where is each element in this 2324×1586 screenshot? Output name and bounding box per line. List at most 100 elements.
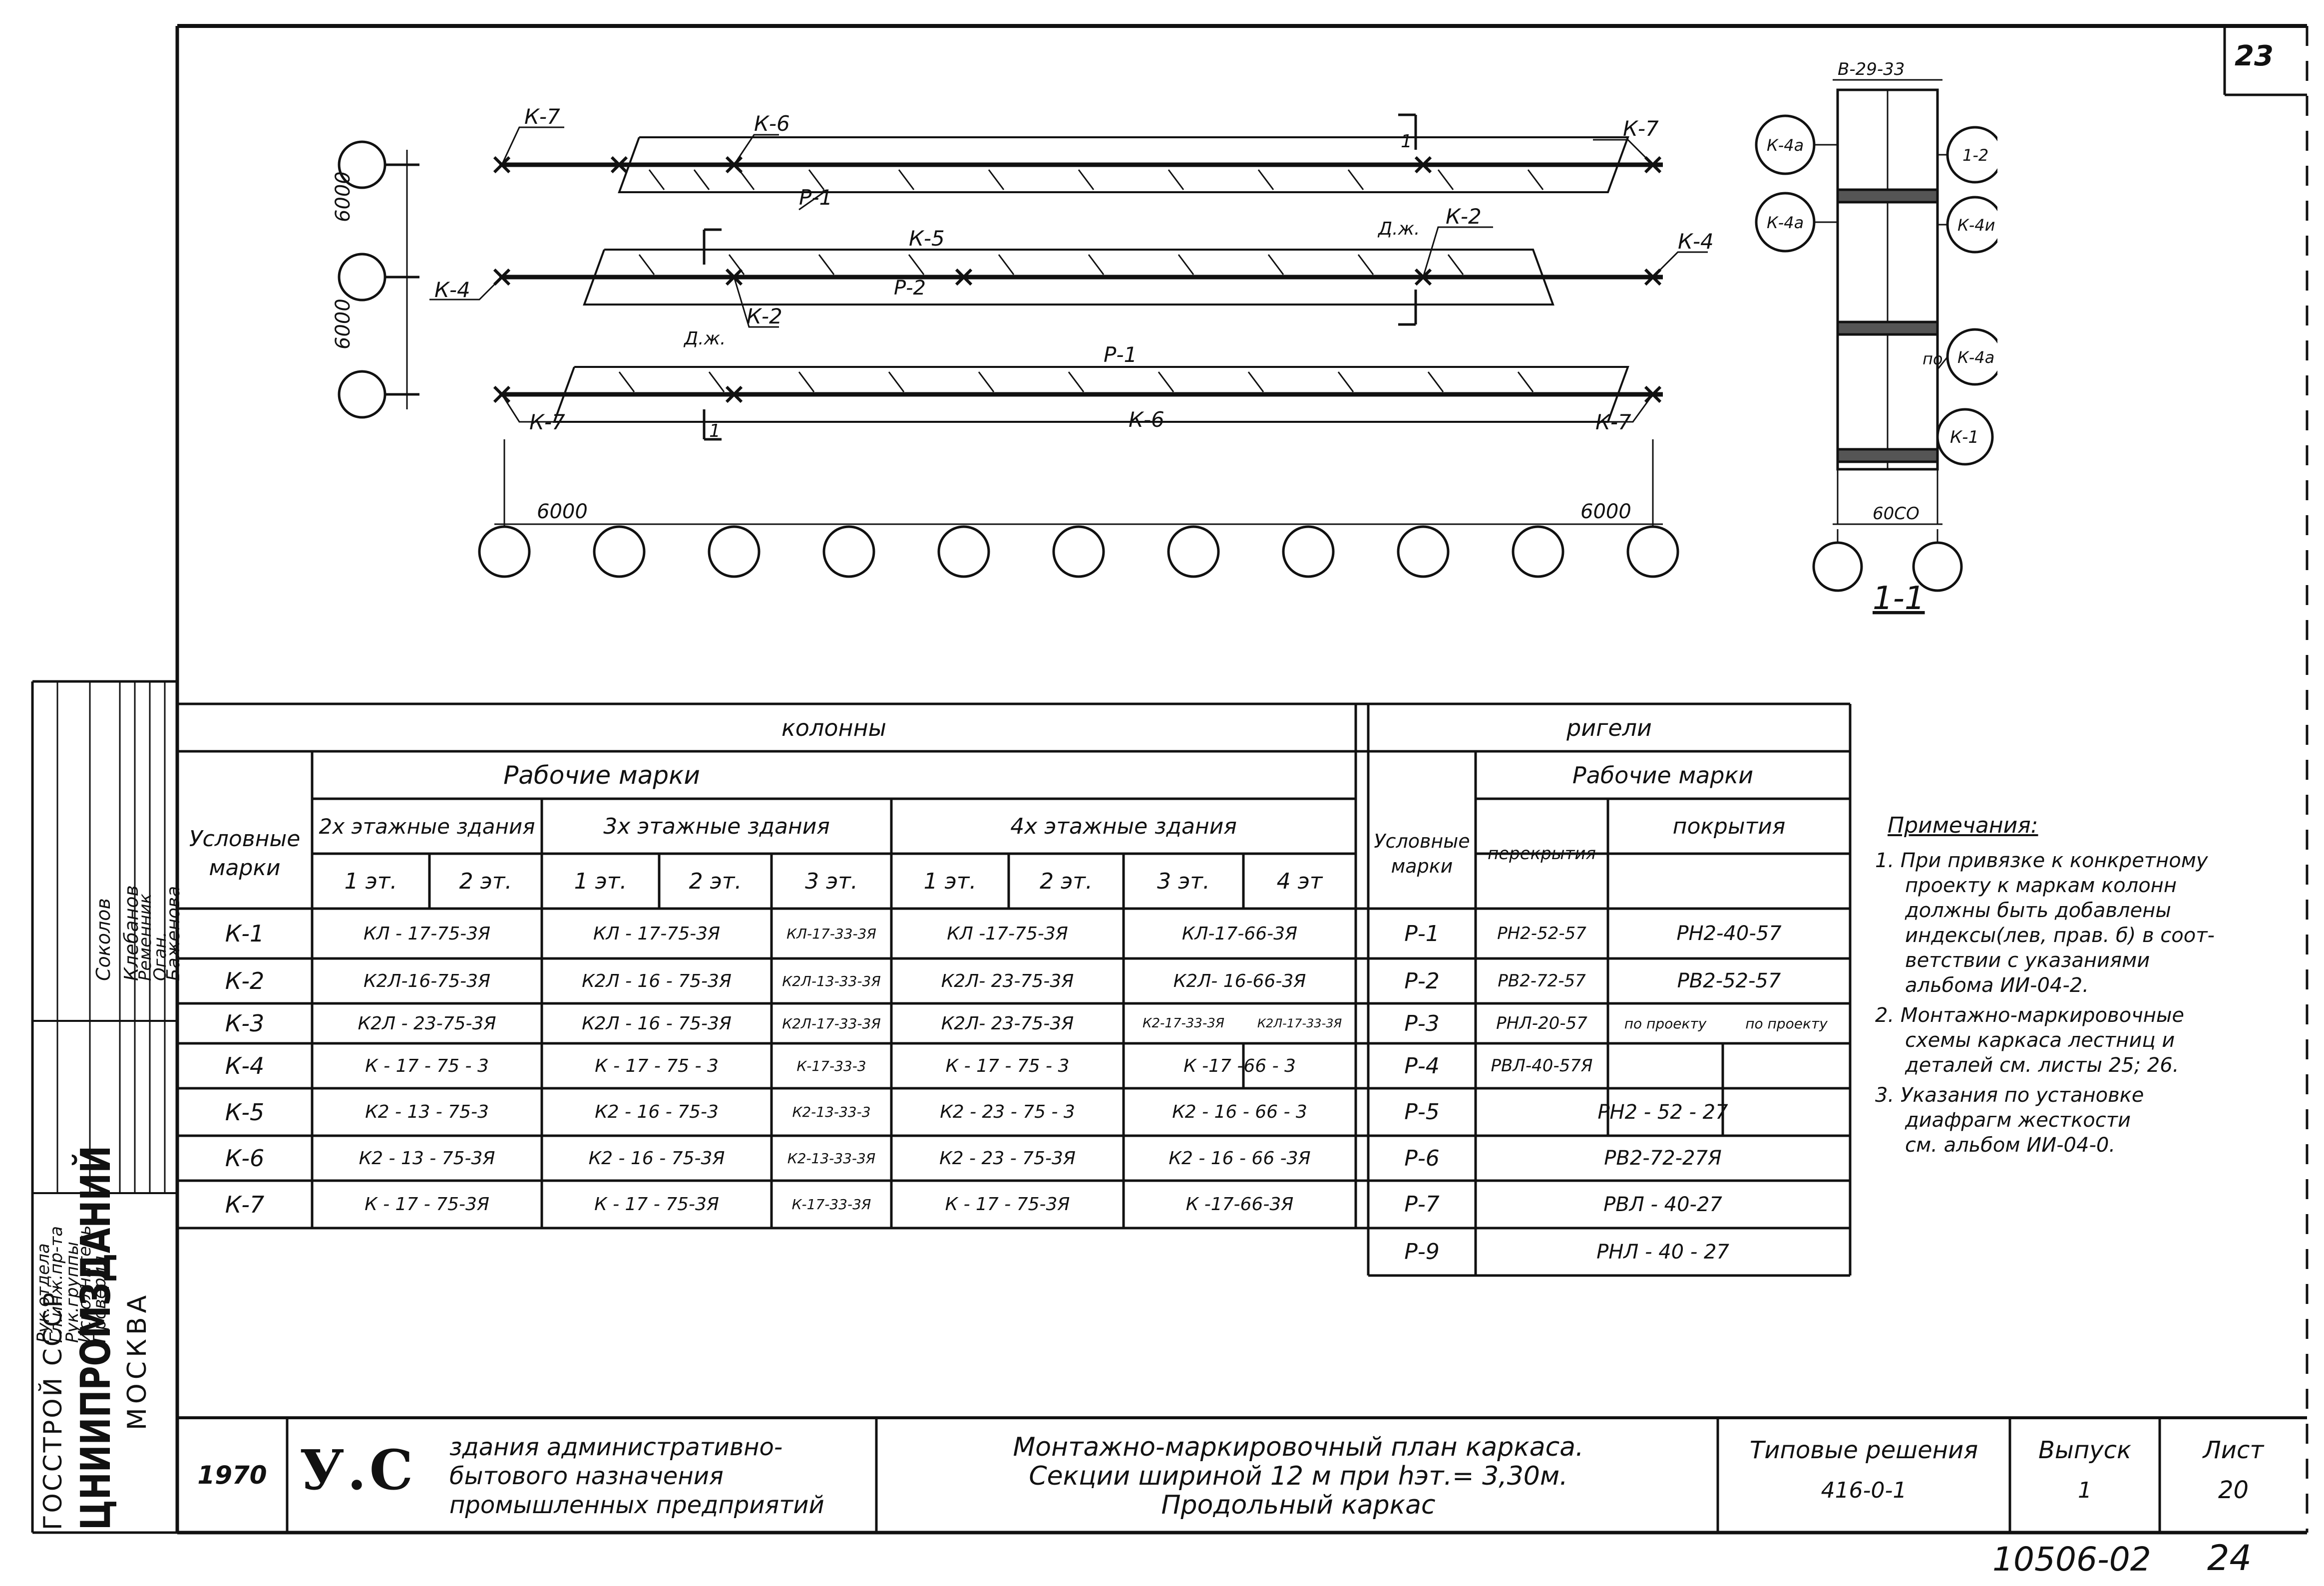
issue-value: 1 xyxy=(2078,1477,2092,1503)
rig-floor-header: перекрытия xyxy=(1488,844,1596,864)
rig-row-5-all: РН2 - 52 - 27 xyxy=(1597,1100,1728,1124)
section-axis-bubble-right xyxy=(1912,541,1963,592)
label-r2: Р-2 xyxy=(894,277,926,300)
col-row-2-four-floor-a: К2Л- 23-75-3Я xyxy=(941,970,1074,991)
rig-row-4-floor: РВЛ-40-57Я xyxy=(1491,1056,1593,1076)
rig-roof-header: покрытия xyxy=(1672,813,1786,839)
col-row-5-mark: К-5 xyxy=(225,1098,265,1126)
col-row-7-four-floor-a: К - 17 - 75-3Я xyxy=(945,1194,1070,1215)
col-row-4-two-floor: К - 17 - 75 - 3 xyxy=(365,1055,489,1076)
table-floors4: 4х этажные здания xyxy=(1010,813,1237,839)
section-bubble-label-1: К-4а xyxy=(1767,136,1804,155)
issue-label: Выпуск xyxy=(2038,1436,2131,1464)
col-row-1-four-floor-b: КЛ-17-66-3Я xyxy=(1181,923,1298,944)
axis-bubble-col4 xyxy=(822,525,875,578)
rig-row-3-roof-a: по проекту xyxy=(1624,1015,1707,1032)
sheet-value: 20 xyxy=(2218,1476,2249,1504)
col-row-2-mark: К-2 xyxy=(225,967,265,994)
label-k5: К-5 xyxy=(909,226,945,251)
col-row-7-four-floor-b: К -17-66-3Я xyxy=(1185,1194,1294,1215)
title-desc-line1: здания административно- xyxy=(449,1433,783,1461)
table-sub-7: 2 эт. xyxy=(1040,868,1093,894)
note-1-line-3: должны быть добавлены xyxy=(1905,899,2171,922)
rig-cond-marks: Условные марки xyxy=(1368,799,1476,909)
bottom-code: 10506-02 xyxy=(1992,1540,2151,1579)
col-row-6-three-floor-b: К2-13-33-3Я xyxy=(787,1150,876,1167)
rig-row-3-floor: РНЛ-20-57 xyxy=(1496,1013,1587,1033)
rig-row-6-all: РВ2-72-27Я xyxy=(1604,1147,1722,1170)
title-main-line1: Монтажно-маркировочный план каркаса. xyxy=(1013,1432,1584,1462)
label-k4-r: К-4 xyxy=(1678,229,1714,254)
rig-row-1-floor: РН2-52-57 xyxy=(1497,924,1586,944)
col-row-6-four-floor-a: К2 - 23 - 75-3Я xyxy=(939,1148,1076,1169)
col-row-7-mark: К-7 xyxy=(225,1191,265,1218)
col-row-4-mark: К-4 xyxy=(225,1052,265,1079)
rig-work-marks: Рабочие марки xyxy=(1572,761,1754,789)
table-floors3: 3х этажные здания xyxy=(603,813,830,839)
col-row-1-four-floor-a: КЛ -17-75-3Я xyxy=(947,923,1068,944)
table-cond-marks: Условные марки xyxy=(177,799,312,909)
rig-row-7-mark: Р-7 xyxy=(1404,1192,1440,1217)
note-1-line-2: проекту к маркам колонн xyxy=(1905,874,2177,897)
col-row-3-four-floor-c: К2Л-17-33-3Я xyxy=(1257,1016,1342,1030)
axis-bubble-col9 xyxy=(1397,525,1450,578)
rig-cond-marks-line1: Условные xyxy=(1374,830,1470,852)
rig-row-1-mark: Р-1 xyxy=(1404,921,1440,947)
axis-bubble-col2 xyxy=(593,525,646,578)
title-desc-line2: бытового назначения xyxy=(449,1462,724,1490)
col-row-3-four-floor-a: К2Л- 23-75-3Я xyxy=(941,1013,1074,1034)
label-k6-t: К-6 xyxy=(754,111,790,136)
axis-bubble-col10 xyxy=(1512,525,1564,578)
table-sub-6: 1 эт. xyxy=(923,868,977,894)
section-bubble-label-6: К-1 xyxy=(1950,427,1979,447)
col-row-7-two-floor: К - 17 - 75-3Я xyxy=(365,1194,489,1215)
rig-row-6-mark: Р-6 xyxy=(1404,1145,1440,1171)
note-1-line-6: альбома ИИ-04-2. xyxy=(1905,974,2089,997)
label-k6-b: К-6 xyxy=(1129,407,1164,432)
table-sub-5: 3 эт. xyxy=(805,868,858,894)
label-k7-bl: К-7 xyxy=(529,410,565,434)
label-k7-tr: К-7 xyxy=(1623,116,1659,141)
note-2-line-3: деталей см. листы 25; 26. xyxy=(1905,1054,2179,1077)
schedule-table-lines xyxy=(177,702,1852,1277)
col-row-3-four-floor-b: К2-17-33-3Я xyxy=(1143,1016,1224,1031)
col-row-2-two-floor: К2Л-16-75-3Я xyxy=(363,970,491,991)
col-row-3-three-floor-b: К2Л-17-33-3Я xyxy=(782,1015,881,1032)
note-1-line-5: ветствии с указаниями xyxy=(1905,949,2150,972)
label-cut-bottom: 1 xyxy=(709,421,721,441)
col-row-5-three-floor-a: К2 - 16 - 75-3 xyxy=(595,1102,719,1122)
axis-bubble-col7 xyxy=(1167,525,1220,578)
label-dzh-1: Д.ж. xyxy=(1377,219,1420,239)
axis-bubble-col6 xyxy=(1052,525,1105,578)
section-bubble-label-3: К-4а xyxy=(1767,213,1804,232)
note-2-line-2: схемы каркаса лестниц и xyxy=(1905,1029,2175,1052)
label-k7-br: К-7 xyxy=(1595,410,1631,434)
col-row-3-two-floor: К2Л - 23-75-3Я xyxy=(358,1013,496,1034)
section-po-label: по xyxy=(1923,349,1943,368)
table-sub-4: 2 эт. xyxy=(689,868,742,894)
col-row-4-four-floor-a: К - 17 - 75 - 3 xyxy=(945,1055,1070,1076)
rig-row-8-mark: Р-9 xyxy=(1404,1239,1440,1265)
table-sub-1: 1 эт. xyxy=(344,868,397,894)
label-k4-l: К-4 xyxy=(434,278,470,302)
note-3-line-3: см. альбом ИИ-04-0. xyxy=(1905,1134,2116,1157)
col-row-6-three-floor-a: К2 - 16 - 75-3Я xyxy=(588,1148,725,1169)
sheet-corner-number: 23 xyxy=(2235,40,2274,72)
col-row-7-three-floor-b: К-17-33-3Я xyxy=(791,1196,871,1213)
label-k7-tl: К-7 xyxy=(524,104,560,129)
rig-row-2-roof: РВ2-52-57 xyxy=(1677,969,1781,992)
col-row-6-two-floor: К2 - 13 - 75-3Я xyxy=(359,1148,495,1169)
table-cond-marks-line2: марки xyxy=(209,855,281,881)
col-row-3-three-floor-a: К2Л - 16 - 75-3Я xyxy=(582,1013,732,1034)
axis-bubble-col5 xyxy=(937,525,990,578)
col-row-3-mark: К-3 xyxy=(225,1010,265,1037)
note-3-line-1: 3. Указания по установке xyxy=(1875,1084,2144,1107)
axis-bubble-col3 xyxy=(708,525,761,578)
note-2-line-1: 2. Монтажно-маркировочные xyxy=(1875,1004,2185,1027)
col-row-4-three-floor-a: К - 17 - 75 - 3 xyxy=(595,1055,719,1076)
section-bubble-label-4: К-4и xyxy=(1957,216,1995,235)
table-rigels-title: ригели xyxy=(1566,714,1652,741)
rig-row-1-roof: РН2-40-57 xyxy=(1676,922,1782,945)
title-year: 1970 xyxy=(197,1461,267,1490)
